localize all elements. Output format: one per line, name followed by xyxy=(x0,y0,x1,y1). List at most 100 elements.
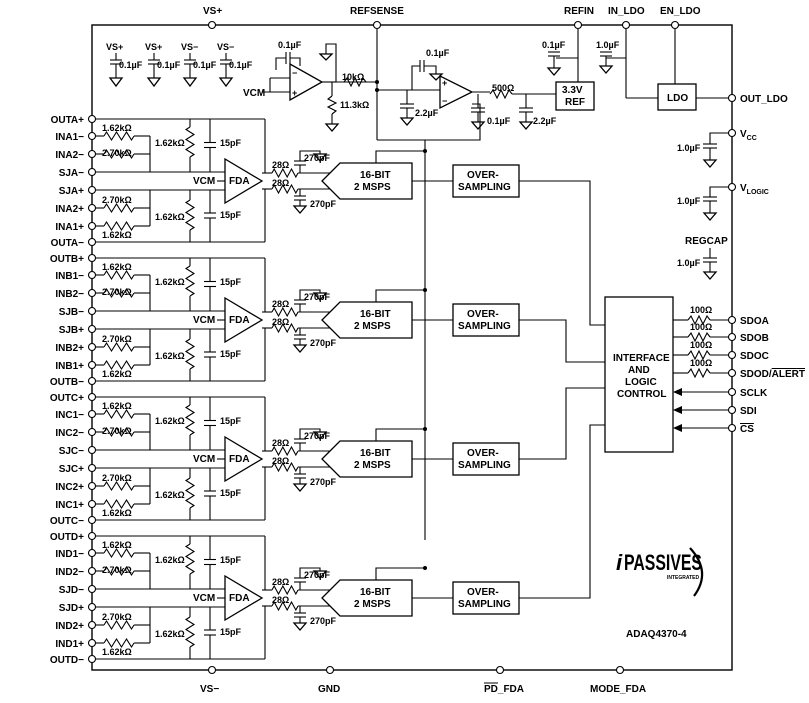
cd-bot-label: 270pF xyxy=(310,616,337,626)
pin-label: OUTC+ xyxy=(50,393,84,404)
supply-label-3: VS− xyxy=(181,42,198,52)
rs-bot-label: 28Ω xyxy=(272,317,289,327)
adc-line1: 16-BIT xyxy=(360,587,391,598)
pin-label: INB2+ xyxy=(55,343,84,354)
sdoc-label: SDOC xyxy=(740,351,769,362)
pin-label: OUTC− xyxy=(50,516,84,527)
channel-c: OUTC+INC1−INC2−SJC−SJC+INC2+INC1+OUTC−1.… xyxy=(50,387,605,527)
svg-text:−: − xyxy=(292,68,297,78)
vcm-buffer-amp xyxy=(289,62,324,102)
pin-a-out-minus: OUTA− xyxy=(51,237,97,249)
fda-label: FDA xyxy=(229,454,250,465)
pin-b-in1-minus: INB1− xyxy=(55,270,97,282)
os-line1: OVER- xyxy=(467,587,499,598)
out-ldo-label: OUT_LDO xyxy=(740,94,788,105)
top-pin-in-ldo: IN_LDO xyxy=(608,6,645,30)
vlogic-cap-label: 1.0µF xyxy=(677,196,701,206)
pin-d-in1-minus: IND1− xyxy=(55,548,97,560)
decoupling-cap-3: VS− 0.1µF xyxy=(181,42,217,88)
pin-c-in1-plus: INC1+ xyxy=(55,499,97,511)
vcc-cap-label: 1.0µF xyxy=(677,143,701,153)
top-pin-vsplus: VS+ xyxy=(203,6,222,30)
os-line1: OVER- xyxy=(467,448,499,459)
cd-bot-label: 270pF xyxy=(310,477,337,487)
pin-label: OUTA+ xyxy=(51,115,85,126)
pin-label-pd-fda: PD_FDA xyxy=(484,684,524,695)
part-number: ADAQ4370-4 xyxy=(626,629,687,640)
pin-c-out-plus: OUTC+ xyxy=(50,392,97,404)
decoupling-cap-4: VS− 0.1µF xyxy=(217,42,253,88)
pin-label: OUTB− xyxy=(50,377,84,388)
pin-label: INA1− xyxy=(55,132,84,143)
rs-top-label: 28Ω xyxy=(272,577,289,587)
pin-d-sj-minus: SJD− xyxy=(59,584,97,596)
interface-line-4: CONTROL xyxy=(617,389,666,400)
pin-d-sj-plus: SJD+ xyxy=(59,602,97,614)
os-line2: SAMPLING xyxy=(458,321,511,332)
cfb-label: 15pF xyxy=(220,488,242,498)
pin-a-in2-plus: INA2+ xyxy=(55,203,97,215)
rs-top-label: 28Ω xyxy=(272,438,289,448)
ref-block-line1: 3.3V xyxy=(562,85,583,96)
pin-label: IND1− xyxy=(55,549,84,560)
pin-d-out-minus: OUTD− xyxy=(50,654,97,666)
interface-logic-block: INTERFACE AND LOGIC CONTROL xyxy=(604,296,674,453)
ldo-block xyxy=(657,83,697,111)
ref-buffer-amp xyxy=(439,74,474,110)
pin-label: INC1− xyxy=(55,410,84,421)
rs-top-label: 28Ω xyxy=(272,160,289,170)
cd-bot-label: 270pF xyxy=(310,199,337,209)
pin-label: IND2− xyxy=(55,567,84,578)
pin-label: SJC− xyxy=(59,446,84,457)
adc-line2: 2 MSPS xyxy=(354,321,391,332)
r-top-label: 10kΩ xyxy=(342,72,364,82)
pin-label: OUTD+ xyxy=(50,532,84,543)
adc-line2: 2 MSPS xyxy=(354,599,391,610)
pin-label: INC2− xyxy=(55,428,84,439)
r2b-label: 2.70kΩ xyxy=(102,473,132,483)
ref-3v3-block xyxy=(555,81,595,111)
c1-label: 0.1µF xyxy=(487,116,511,126)
bottom-pin-vsminus: VS− xyxy=(200,665,219,695)
adc-line1: 16-BIT xyxy=(360,309,391,320)
logo-sub: INTEGRATED xyxy=(667,575,700,581)
cap-label-2: 0.1µF xyxy=(157,60,181,70)
r2-label: 2.70kΩ xyxy=(102,565,132,575)
pin-c-sj-minus: SJC− xyxy=(59,445,97,457)
adc-line1: 16-BIT xyxy=(360,448,391,459)
rs-bot-label: 28Ω xyxy=(272,456,289,466)
pin-label: SJA− xyxy=(59,168,84,179)
r1-label: 1.62kΩ xyxy=(102,262,132,272)
r1-label: 1.62kΩ xyxy=(102,540,132,550)
adc-line2: 2 MSPS xyxy=(354,460,391,471)
sclk-label: SCLK xyxy=(740,388,768,399)
pin-d-out-plus: OUTD+ xyxy=(50,531,97,543)
pin-d-in1-plus: IND1+ xyxy=(55,638,97,650)
cd-bot-label: 270pF xyxy=(310,338,337,348)
cap-label-4: 0.1µF xyxy=(229,60,253,70)
adc-block xyxy=(321,579,413,617)
bottom-pin-mode-fda: MODE_FDA xyxy=(590,665,646,695)
cd-top-label: 270pF xyxy=(304,431,331,441)
vcm-label: VCM xyxy=(193,593,215,604)
decoupling-cap-1: VS+ 0.1µF xyxy=(106,42,143,88)
supply-label-2: VS+ xyxy=(145,42,162,52)
oversampling-block xyxy=(452,581,520,615)
pin-label: IND1+ xyxy=(55,639,84,650)
pin-label: SJD− xyxy=(59,585,84,596)
sdoa-label: SDOA xyxy=(740,316,769,327)
pin-label-mode-fda: MODE_FDA xyxy=(590,684,646,695)
rs-bot-label: 28Ω xyxy=(272,595,289,605)
pin-label: SJB+ xyxy=(59,325,84,336)
regcap-label: REGCAP xyxy=(685,236,728,247)
ipassives-logo: i PASSIVES INTEGRATED xyxy=(616,547,704,597)
cfb-label: 15pF xyxy=(220,210,242,220)
cd-top-label: 270pF xyxy=(304,570,331,580)
pin-c-in1-minus: INC1− xyxy=(55,409,97,421)
sdi-label: SDI xyxy=(740,406,757,417)
sdob-output: 100Ω SDOB xyxy=(673,322,769,344)
pin-label: OUTB+ xyxy=(50,254,84,265)
pin-a-in1-plus: INA1+ xyxy=(55,221,97,233)
adc-line2: 2 MSPS xyxy=(354,182,391,193)
interface-line-2: AND xyxy=(628,365,650,376)
